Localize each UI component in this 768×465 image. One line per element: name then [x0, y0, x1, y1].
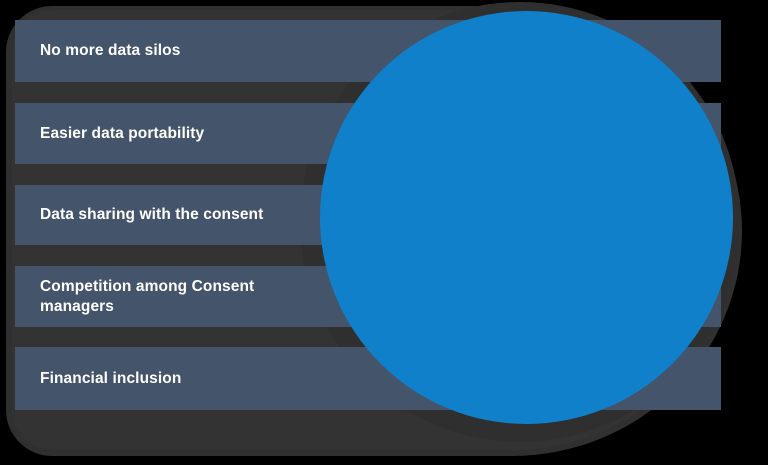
- bar-label: Data sharing with the consent: [40, 206, 264, 224]
- bar-label: No more data silos: [40, 42, 181, 60]
- blue-circle: [320, 11, 733, 424]
- bar-label: Financial inclusion: [40, 369, 182, 387]
- bar-label: Competition among Consent managers: [40, 277, 255, 315]
- bar-label: Easier data portability: [40, 124, 205, 142]
